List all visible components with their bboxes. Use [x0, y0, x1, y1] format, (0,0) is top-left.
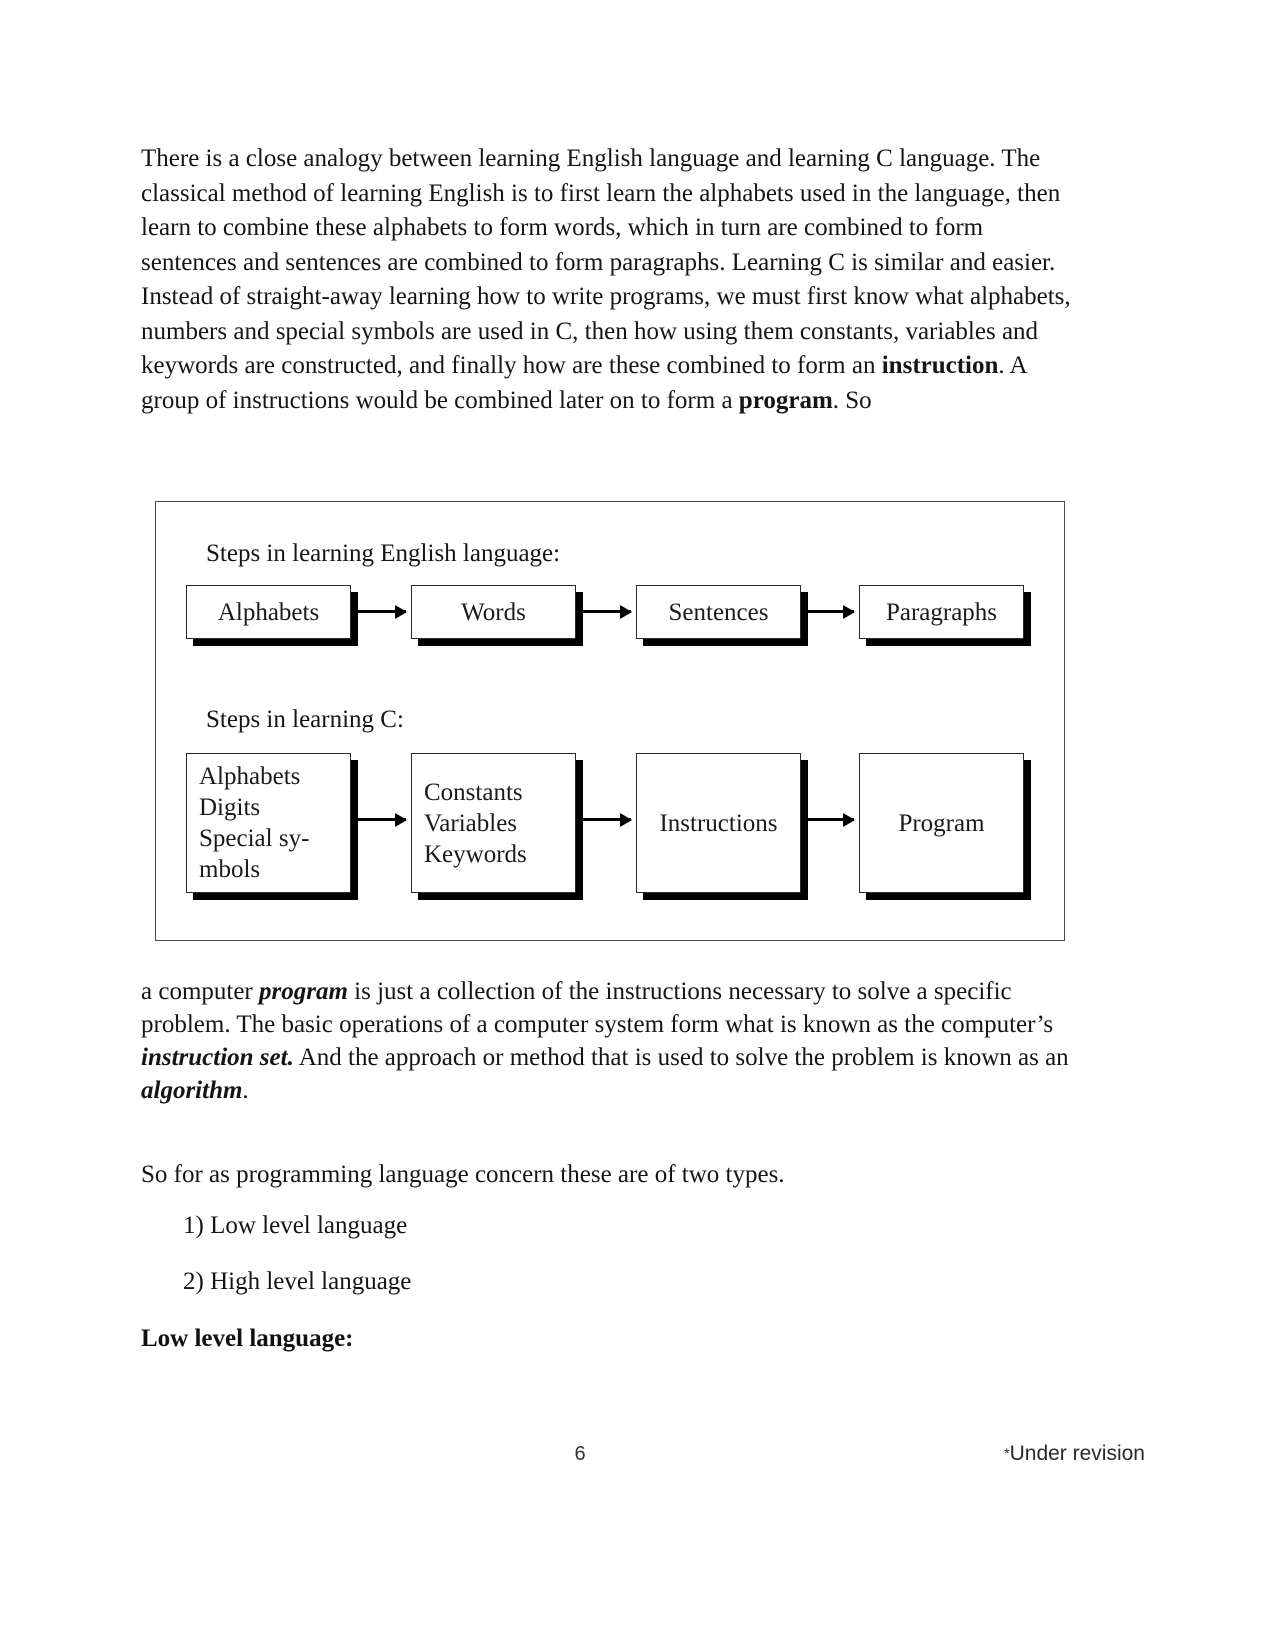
flow-box-alphabets: Alphabets [186, 585, 351, 639]
paragraph-def-text-b: is just a collection of the instructions… [141, 978, 1054, 1038]
footer-revision-text: Under revision [1009, 1442, 1145, 1465]
paragraph-def-text-a: a computer [141, 978, 260, 1005]
flow-box-paragraphs: Paragraphs [859, 585, 1024, 639]
emphasis-program: program [738, 386, 833, 414]
arrow-icon-c-2 [583, 812, 632, 827]
list-item-high-level: 2) High level language [183, 1268, 412, 1295]
flow-box-constants-variables-keywords: Constants Variables Keywords [411, 753, 576, 893]
paragraph-intro-text-c: . So [832, 386, 872, 414]
paragraph-language-types: So for as programming language concern t… [141, 1161, 785, 1188]
list-item-low-level: 1) Low level language [183, 1212, 408, 1239]
emphasis-instruction: instruction [881, 352, 999, 379]
flow-box-instructions: Instructions [636, 753, 801, 893]
flow-box-sentences: Sentences [636, 585, 801, 639]
paragraph-intro-text-a: There is a close analogy between learnin… [141, 145, 1071, 379]
emphasis-instruction-set: instruction set. [141, 1044, 294, 1071]
learning-steps-diagram: Steps in learning English language: Alph… [155, 501, 1065, 941]
paragraph-program-definition: a computer program is just a collection … [141, 975, 1073, 1107]
footer-page-number: 6 [574, 1443, 586, 1465]
section-heading-low-level-language: Low level language: [141, 1325, 354, 1352]
flow-box-alphabets-digits-symbols: Alphabets Digits Special sy- mbols [186, 753, 351, 893]
asterisk-icon: * [1004, 1445, 1010, 1461]
paragraph-intro: There is a close analogy between learnin… [141, 142, 1073, 418]
diagram-label-english: Steps in learning English language: [206, 540, 561, 567]
paragraph-def-text-c: And the approach or method that is used … [293, 1044, 1069, 1071]
arrow-icon-c-3 [808, 812, 855, 827]
paragraph-intro-text-b: . A group of instructions would be combi… [141, 352, 1027, 414]
arrow-icon-english-2 [583, 604, 632, 619]
arrow-icon-english-1 [358, 604, 407, 619]
flow-box-words: Words [411, 585, 576, 639]
footer-revision-note: *Under revision [1004, 1442, 1145, 1466]
arrow-icon-c-1 [358, 812, 407, 827]
diagram-label-c: Steps in learning C: [206, 706, 404, 733]
emphasis-algorithm: algorithm [141, 1077, 243, 1104]
emphasis-program-italic: program [259, 978, 348, 1005]
flow-box-program: Program [859, 753, 1024, 893]
paragraph-def-text-d: . [242, 1077, 249, 1104]
arrow-icon-english-3 [808, 604, 855, 619]
